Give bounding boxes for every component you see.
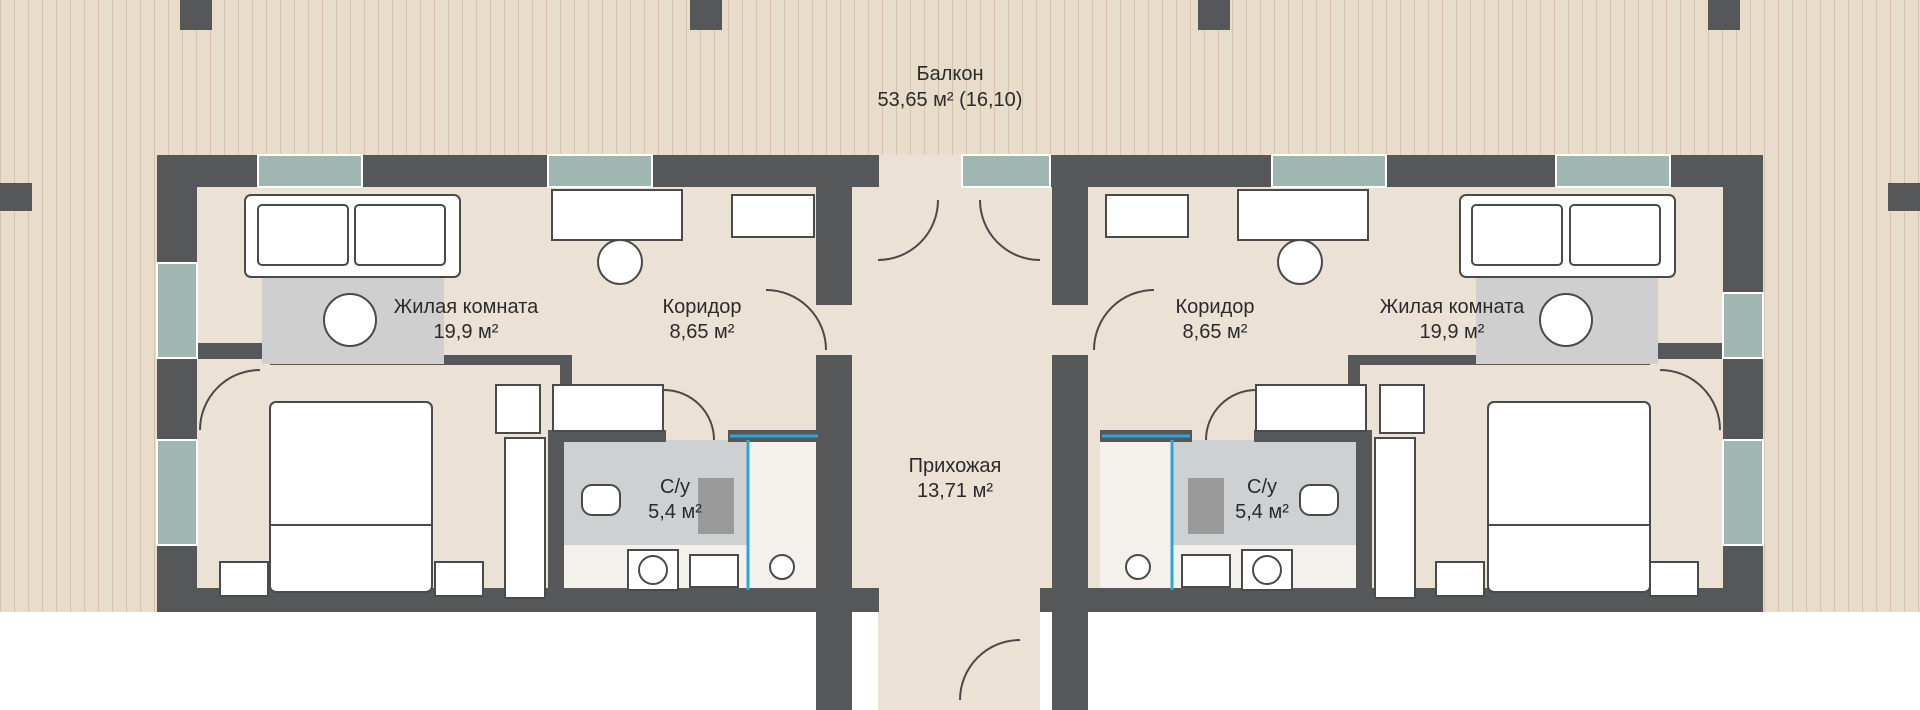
toilet-left xyxy=(581,484,621,516)
windows xyxy=(156,154,1764,546)
shower-drain-left xyxy=(769,554,795,580)
corridor-left-name: Коридор xyxy=(663,296,742,318)
column xyxy=(0,183,32,211)
desks xyxy=(551,189,1369,285)
balcony-name: Балкон xyxy=(916,63,983,85)
sink-left xyxy=(689,554,739,588)
sofa-left xyxy=(244,194,461,278)
glass-partitions xyxy=(730,434,1190,590)
corridor-right-area: 8,65 м² xyxy=(1183,321,1248,343)
wardrobes xyxy=(504,194,1416,599)
corridor-right-name: Коридор xyxy=(1176,296,1255,318)
doors xyxy=(199,199,1721,701)
column xyxy=(180,0,212,30)
column xyxy=(1708,0,1740,30)
living-left-area: 19,9 м² xyxy=(434,321,499,343)
rugs xyxy=(262,277,1658,364)
bath-mats xyxy=(698,478,1224,534)
balcony-area: 53,65 м² (16,10) xyxy=(878,89,1023,111)
toilet-right xyxy=(1299,484,1339,516)
column xyxy=(690,0,722,30)
room-labels: Балкон 53,65 м² (16,10) Жилая комната 19… xyxy=(394,63,1525,523)
column xyxy=(1198,0,1230,30)
bath-fixtures xyxy=(581,484,1339,591)
sink-right xyxy=(1181,554,1231,588)
corridor-left-area: 8,65 м² xyxy=(670,321,735,343)
bath-right-area: 5,4 м² xyxy=(1235,501,1289,523)
beds xyxy=(269,401,1651,593)
bath-left-name: С/у xyxy=(660,476,690,498)
bath-right-name: С/у xyxy=(1247,476,1277,498)
coffee-tables xyxy=(323,293,1593,347)
living-right-area: 19,9 м² xyxy=(1420,321,1485,343)
sofa-right xyxy=(1459,194,1676,278)
hall-name: Прихожая xyxy=(909,455,1002,477)
living-right-name: Жилая комната xyxy=(1380,296,1525,318)
column xyxy=(1888,183,1920,211)
shower-drain-right xyxy=(1125,554,1151,580)
bath-left-area: 5,4 м² xyxy=(648,501,702,523)
hall-area: 13,71 м² xyxy=(917,480,993,502)
nightstands xyxy=(219,384,1699,597)
living-left-name: Жилая комната xyxy=(394,296,539,318)
